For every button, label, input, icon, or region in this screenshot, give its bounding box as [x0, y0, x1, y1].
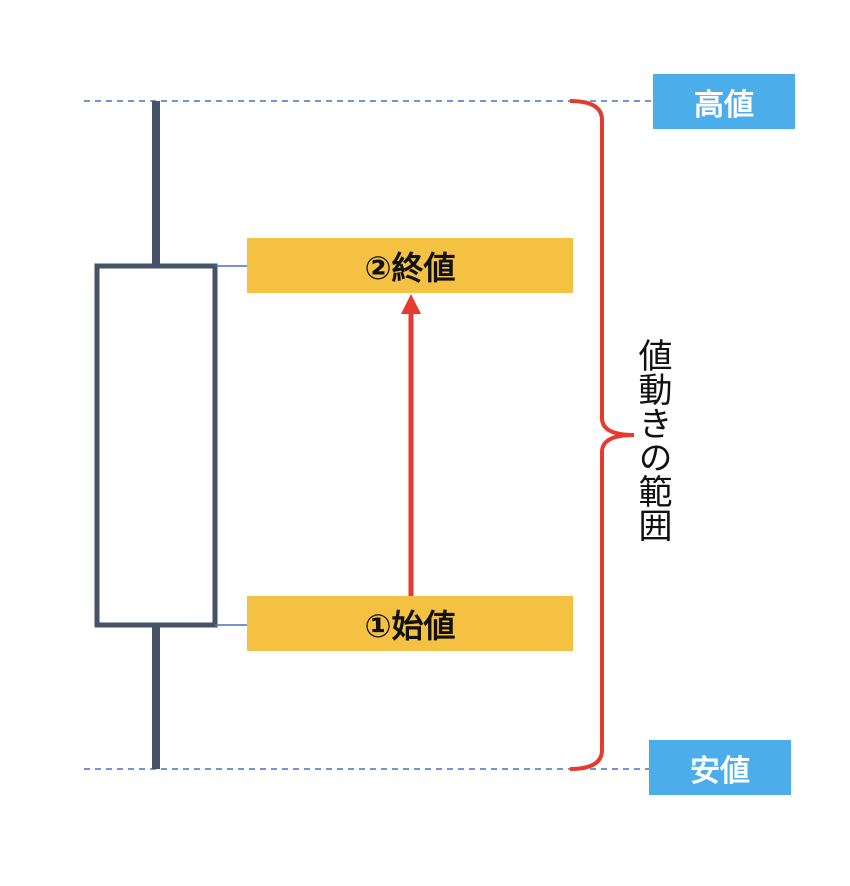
- low-label: 安値: [649, 740, 791, 795]
- candle-body: [94, 263, 218, 628]
- range-brace: [569, 99, 635, 771]
- range-label: 値動きの範囲: [632, 338, 672, 542]
- close-label: ②終値: [247, 238, 573, 293]
- high-label: 高値: [653, 74, 795, 129]
- open-label: ①始値: [247, 596, 573, 651]
- price-arrow-head: [401, 294, 421, 314]
